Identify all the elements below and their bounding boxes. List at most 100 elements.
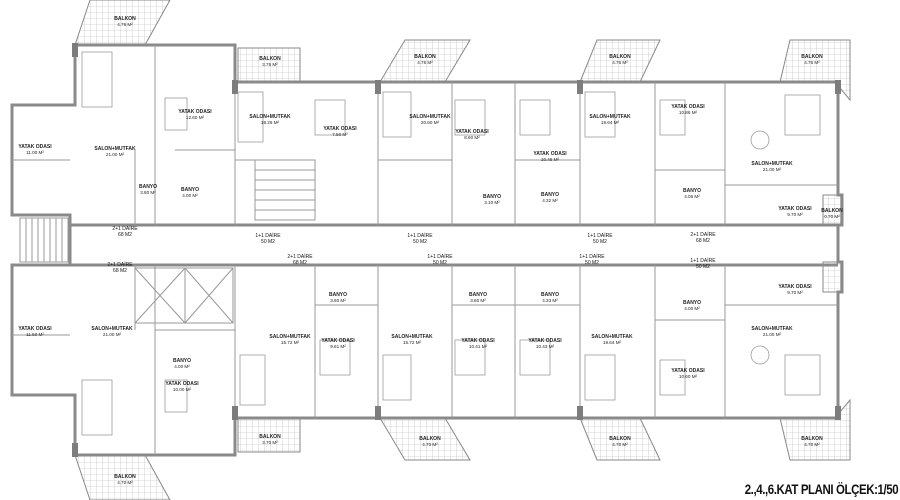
room-name: SALON+MUTFAK <box>589 114 631 120</box>
unit-area: 68 M2 <box>113 268 127 274</box>
room-area: 19.64 M² <box>603 340 622 345</box>
room-name: BANYO <box>329 292 347 298</box>
balcony-label: BALKON <box>259 434 281 440</box>
room-name: YATAK ODASI <box>778 206 812 212</box>
walls <box>10 43 844 457</box>
room-name: BANYO <box>483 194 501 200</box>
room-name: YATAK ODASI <box>528 338 562 344</box>
balcony-label: BALKON <box>801 54 823 60</box>
unit-area: 68 M2 <box>293 260 307 266</box>
room-name: YATAK ODASI <box>533 151 567 157</box>
room-name: SALON+MUTFAK <box>391 334 433 340</box>
balcony-shapes <box>74 0 851 500</box>
room-area: 21.00 M² <box>106 152 125 157</box>
unit-area: 50 M2 <box>413 239 427 245</box>
room-area: 7.50 M² <box>332 132 348 137</box>
room-area: 4.32 M² <box>542 198 558 203</box>
room-name: BANYO <box>683 188 701 194</box>
room-area: 4.33 M² <box>542 298 558 303</box>
unit-area: 50 M2 <box>261 239 275 245</box>
room-area: 19.64 M² <box>601 120 620 125</box>
balcony-area: 4.70 M² <box>117 480 133 485</box>
unit-area: 50 M2 <box>593 239 607 245</box>
unit-type: 1+1 DAİRE <box>579 253 605 260</box>
room-area: 18.26 M² <box>261 120 280 125</box>
unit-type: 2+1 DAİRE <box>112 225 138 232</box>
unit-area: 68 M2 <box>696 238 710 244</box>
room-name: BANYO <box>541 292 559 298</box>
room-name: YATAK ODASI <box>18 144 52 150</box>
room-area: 9.61 M² <box>330 344 346 349</box>
room-name: SALON+MUTFAK <box>751 161 793 167</box>
room-area: 12.60 M² <box>186 115 205 120</box>
room-name: YATAK ODASI <box>671 104 705 110</box>
room-name: SALON+MUTFAK <box>91 326 133 332</box>
balcony-area: 4.76 M² <box>417 60 433 65</box>
balcony-label: BALKON <box>114 16 136 22</box>
room-area: 4.00 M² <box>182 193 198 198</box>
room-name: YATAK ODASI <box>165 381 199 387</box>
room-area: 20.60 M² <box>421 120 440 125</box>
room-name: YATAK ODASI <box>455 129 489 135</box>
room-name: SALON+MUTFAK <box>94 146 136 152</box>
room-name: YATAK ODASI <box>671 368 705 374</box>
balcony-label: BALKON <box>419 436 441 442</box>
balcony-area: 4.76 M² <box>117 22 133 27</box>
room-area: 21.00 M² <box>103 332 122 337</box>
balcony-label: BALKON <box>259 56 281 62</box>
unit-area: 50 M2 <box>696 264 710 270</box>
room-name: YATAK ODASI <box>323 126 357 132</box>
balcony-area: 3.70 M² <box>262 440 278 445</box>
balcony-label: BALKON <box>609 436 631 442</box>
unit-type: 1+1 DAİRE <box>255 232 281 239</box>
room-area: 21.00 M² <box>763 332 782 337</box>
balcony-label: BALKON <box>801 436 823 442</box>
balcony-area: 4.70 M² <box>422 442 438 447</box>
room-area: 9.70 M² <box>787 212 803 217</box>
room-name: YATAK ODASI <box>461 338 495 344</box>
plan-title: 2.,4.,6.KAT PLANI ÖLÇEK:1/50 <box>744 481 898 497</box>
unit-type: 1+1 DAİRE <box>690 257 716 264</box>
unit-type: 2+1 DAİRE <box>287 253 313 260</box>
room-name: BANYO <box>139 184 157 190</box>
room-area: 10.45 M² <box>541 157 560 162</box>
balcony-label: BALKON <box>609 54 631 60</box>
room-area: 8.60 M² <box>464 135 480 140</box>
room-area: 10.43 M² <box>536 344 555 349</box>
room-area: 21.00 M² <box>763 167 782 172</box>
room-area: 15.72 M² <box>281 340 300 345</box>
unit-type: 1+1 DAİRE <box>587 232 613 239</box>
balcony-area: 4.76 M² <box>804 60 820 65</box>
balcony-label: BALKON <box>414 54 436 60</box>
room-name: YATAK ODASI <box>18 326 52 332</box>
room-area: 10.86 M² <box>679 110 698 115</box>
room-name: BANYO <box>541 192 559 198</box>
balcony-area: 3.76 M² <box>262 62 278 67</box>
room-name: SALON+MUTFAK <box>269 334 311 340</box>
unit-area: 50 M2 <box>433 260 447 266</box>
room-name: YATAK ODASI <box>778 284 812 290</box>
room-name: SALON+MUTFAK <box>249 114 291 120</box>
room-name: SALON+MUTFAK <box>751 326 793 332</box>
room-name: BANYO <box>173 358 191 364</box>
room-area: 4.00 M² <box>174 364 190 369</box>
room-name: SALON+MUTFAK <box>591 334 633 340</box>
room-area: 4.06 M² <box>684 194 700 199</box>
room-area: 10.60 M² <box>679 374 698 379</box>
room-name: BANYO <box>181 187 199 193</box>
room-area: 11.50 M² <box>26 332 44 337</box>
room-area: 3.80 M² <box>140 190 156 195</box>
room-area: 3.10 M² <box>484 200 500 205</box>
unit-area: 50 M2 <box>585 260 599 266</box>
balcony-label: BALKON <box>821 208 843 214</box>
room-name: BANYO <box>469 292 487 298</box>
room-area: 11.00 M² <box>26 150 44 155</box>
room-area: 9.70 M² <box>787 290 803 295</box>
room-area: 4.00 M² <box>684 306 700 311</box>
room-area: 10.41 M² <box>469 344 488 349</box>
unit-type: 1+1 DAİRE <box>427 253 453 260</box>
room-name: YATAK ODASI <box>178 109 212 115</box>
room-area: 3.60 M² <box>330 298 346 303</box>
